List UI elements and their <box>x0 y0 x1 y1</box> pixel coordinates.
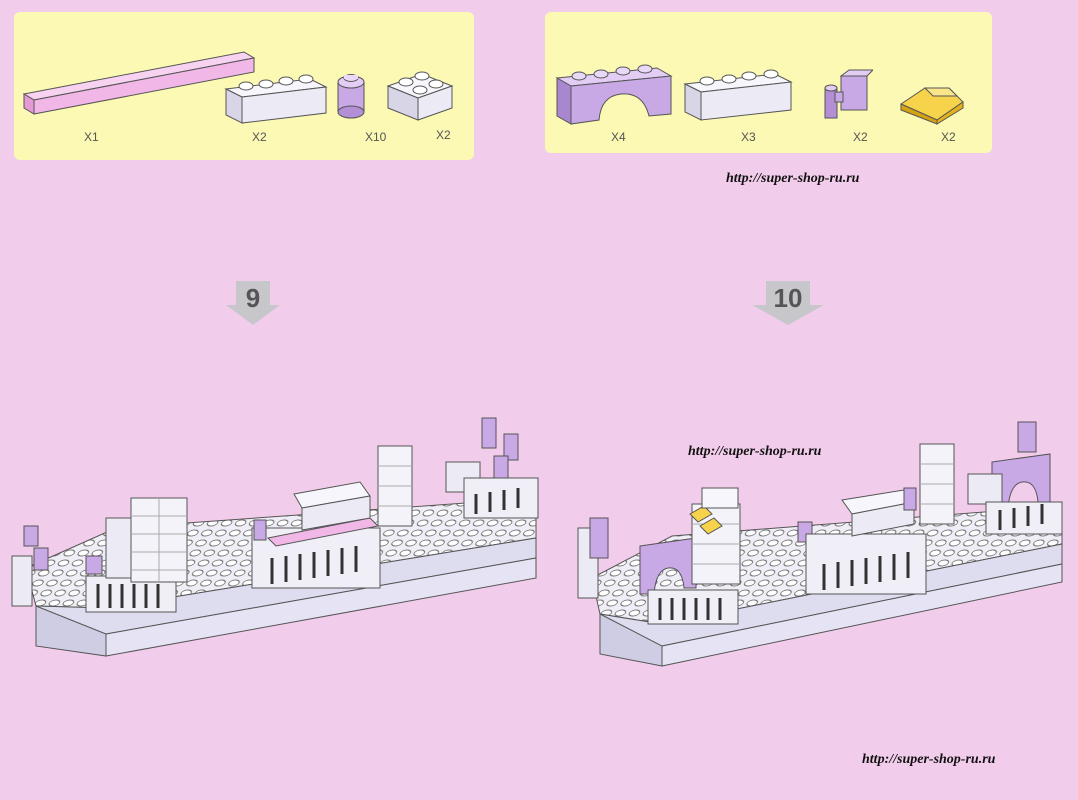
qty-arch: X4 <box>611 130 626 144</box>
qty-white-1x4: X3 <box>741 130 756 144</box>
parts-panel-step-10: X4 X3 X2 X2 <box>545 12 992 153</box>
white-1x4-brick-icon <box>683 69 793 121</box>
parts-panel-step-9: X1 X2 X10 X2 <box>14 12 474 160</box>
white-2x2-brick-icon <box>386 71 454 121</box>
qty-white-1x4: X2 <box>252 130 267 144</box>
lavender-arch-icon <box>555 64 673 125</box>
step-10-model-illustration <box>577 421 1063 667</box>
lavender-clip-brick-icon <box>824 69 873 119</box>
step-10-arrow-icon <box>752 281 824 325</box>
watermark-url: http://super-shop-ru.ru <box>862 752 996 767</box>
watermark-url: http://super-shop-ru.ru <box>726 171 860 186</box>
pink-long-plate-icon <box>22 51 256 115</box>
qty-pink-plate: X1 <box>84 130 99 144</box>
watermark-url: http://super-shop-ru.ru <box>688 444 822 459</box>
step-number: 10 <box>773 283 803 313</box>
white-1x4-brick-icon <box>224 74 328 124</box>
qty-yellow-slope: X2 <box>941 130 956 144</box>
qty-white-2x2: X2 <box>436 128 451 142</box>
step-9-model-illustration <box>11 417 539 657</box>
lavender-round-brick-icon <box>337 74 365 119</box>
qty-round-brick: X10 <box>365 130 387 144</box>
qty-clip-brick: X2 <box>853 130 868 144</box>
step-9-arrow-icon <box>226 281 280 325</box>
yellow-slope-icon <box>899 87 964 125</box>
step-number: 9 <box>245 283 261 313</box>
